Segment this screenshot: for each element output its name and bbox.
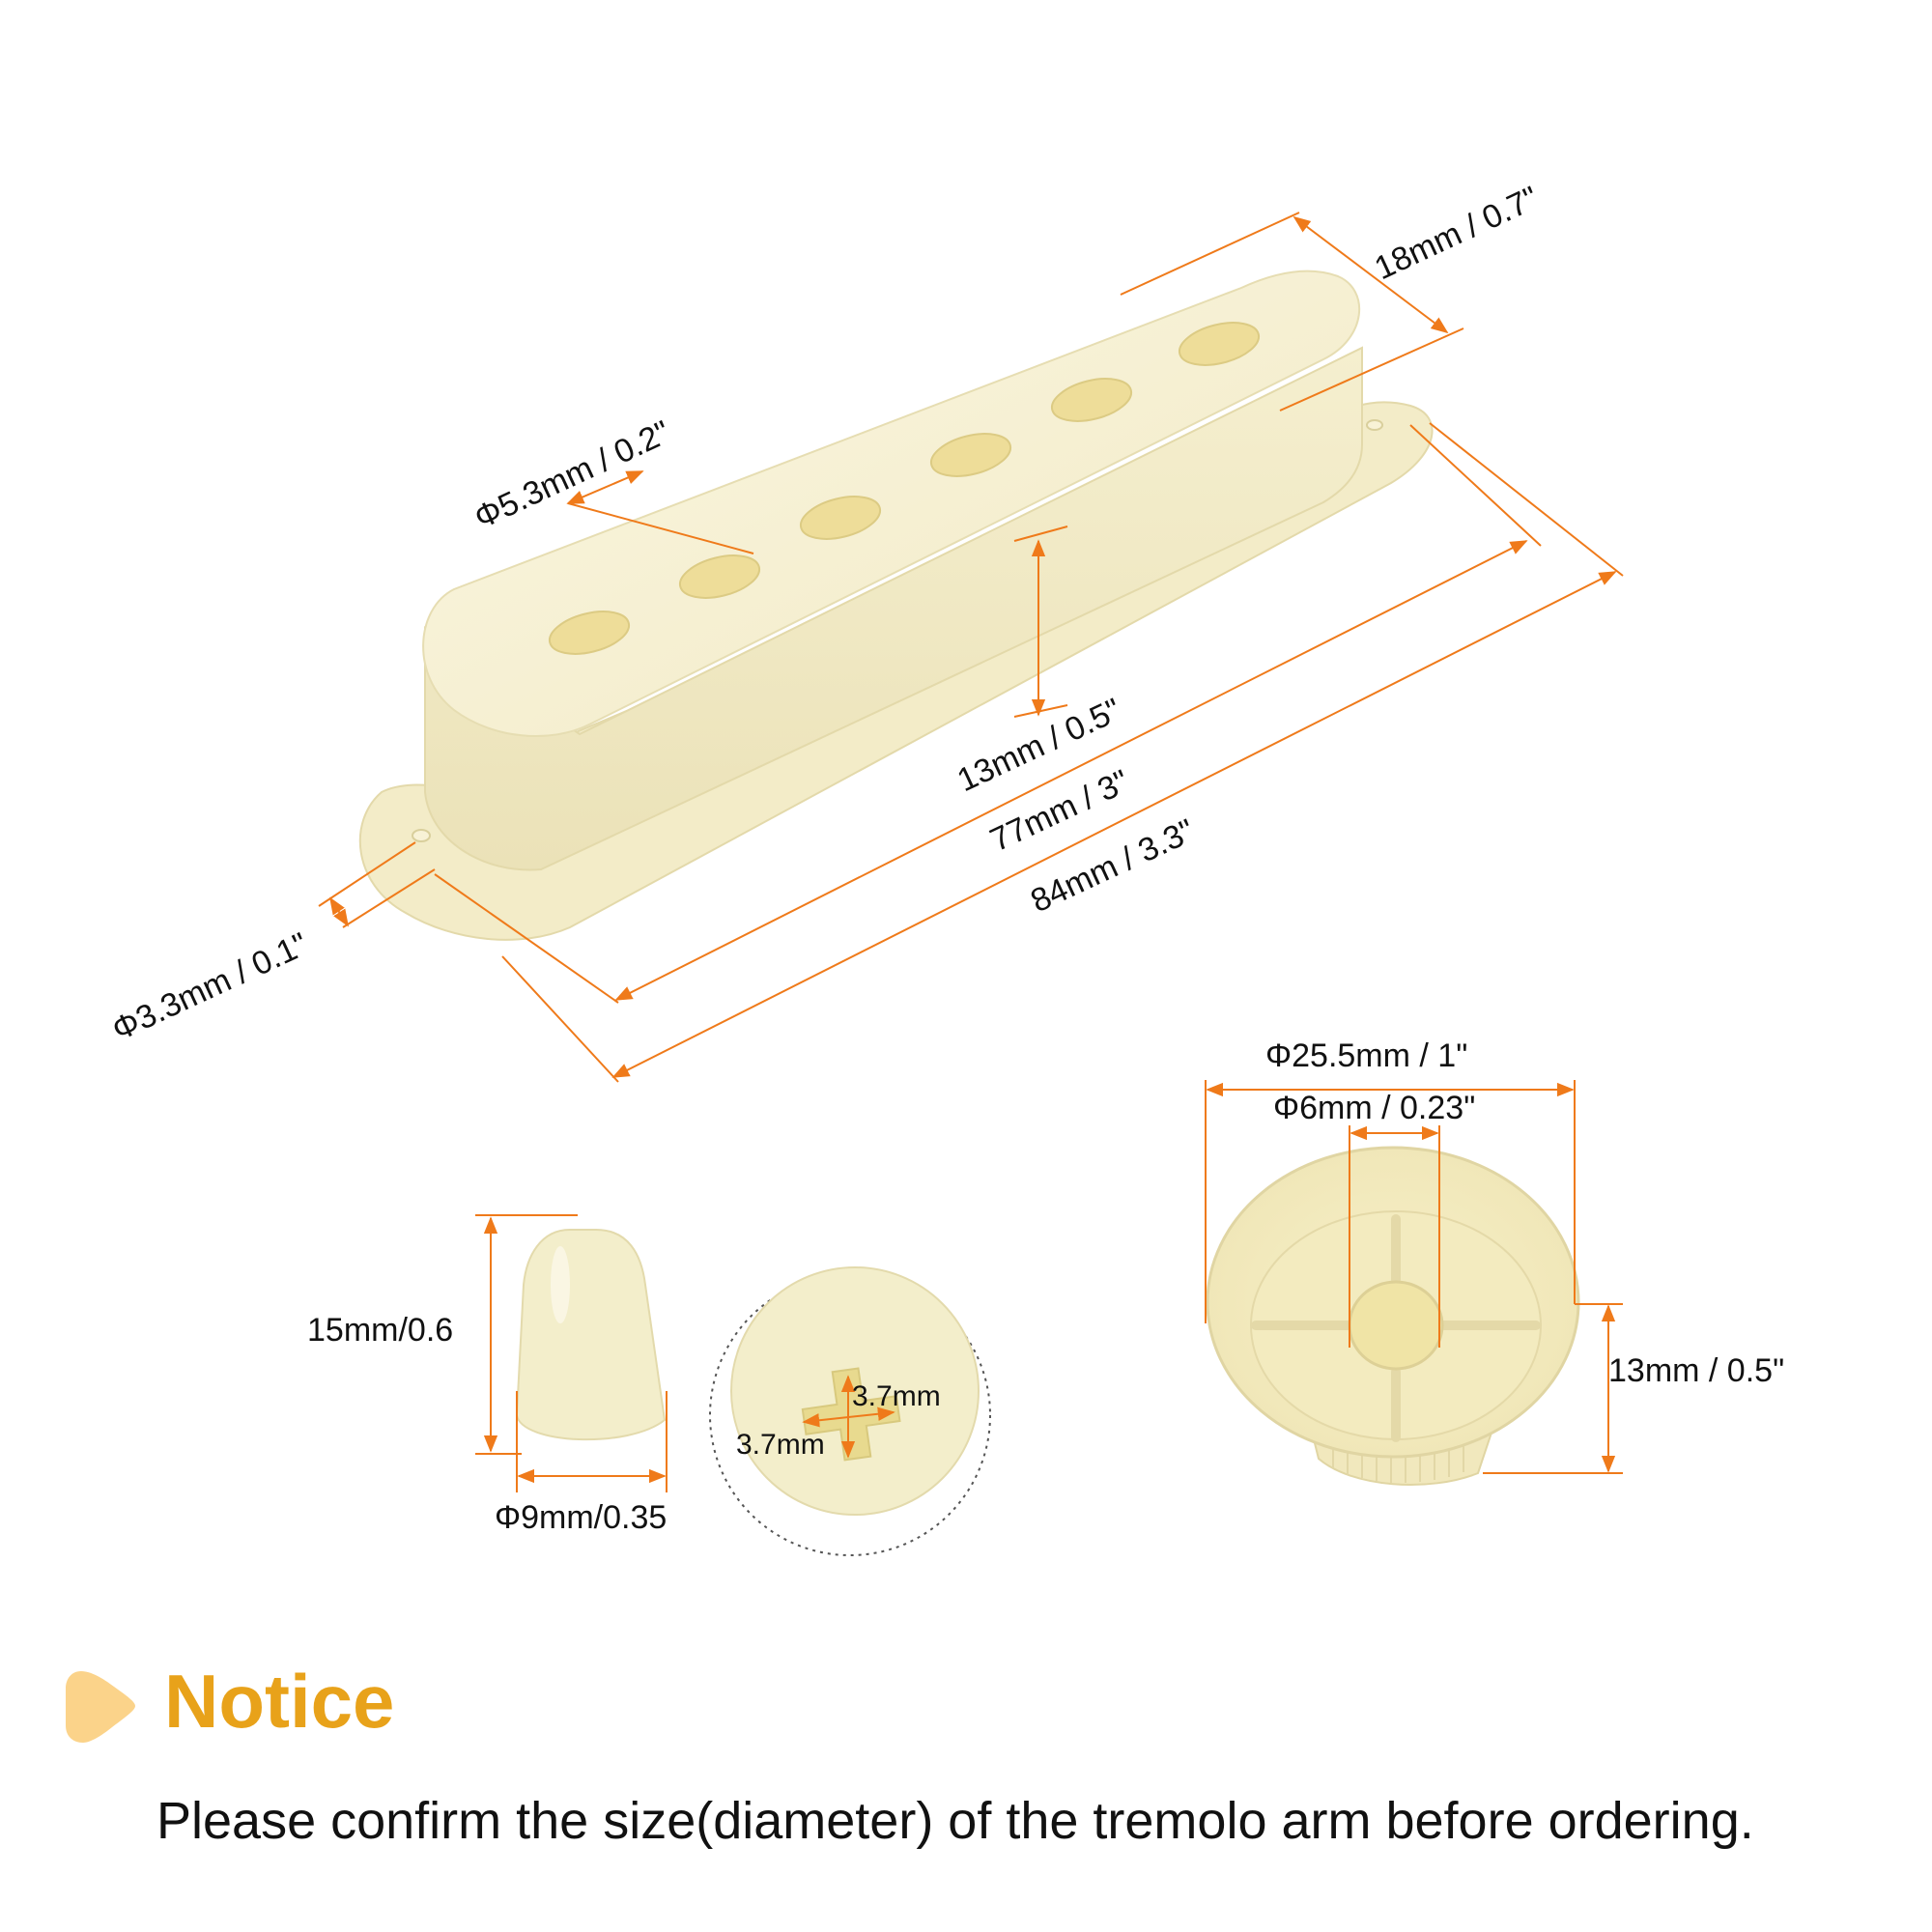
notice-text: Please confirm the size(diameter) of the… — [156, 1792, 1754, 1850]
extension-line — [342, 868, 436, 928]
switch-tip — [515, 1229, 667, 1441]
extension-line — [1120, 212, 1300, 296]
switch-tip-highlight — [551, 1246, 570, 1323]
slot-dimensions — [802, 1375, 895, 1459]
knob-height-label: 13mm / 0.5" — [1608, 1352, 1784, 1389]
extension-line — [501, 955, 619, 1083]
control-knob — [1206, 1146, 1580, 1486]
pickup-dimensions — [318, 212, 1624, 1083]
extension-line — [434, 873, 619, 1004]
pole-hole — [929, 433, 1012, 477]
knob-outer-diameter-label: Φ25.5mm / 1" — [1265, 1037, 1467, 1074]
pole-hole — [1050, 378, 1133, 422]
mount-hole-diameter-label: Φ3.3mm / 0.1" — [106, 925, 313, 1048]
switch-tip-bottom-view — [709, 1266, 991, 1556]
extension-line — [1013, 526, 1068, 542]
slot-width-label: 3.7mm — [736, 1429, 825, 1461]
mount-hole-dimension-line — [329, 896, 349, 927]
switch-tip-body — [515, 1229, 667, 1441]
mount-hole — [412, 829, 431, 842]
switch-tip-diameter-label: Φ9mm/0.35 — [495, 1499, 667, 1536]
knob-ribs — [1251, 1214, 1541, 1442]
extension-line — [1429, 422, 1624, 577]
mount-hole — [1366, 419, 1383, 431]
notice-icon — [66, 1671, 135, 1743]
knob-dimensions — [1205, 1080, 1623, 1474]
pole-hole — [1178, 322, 1261, 366]
pickup-cover — [358, 270, 1434, 941]
pickup-width-label: 18mm / 0.7" — [1369, 180, 1544, 287]
switch-tip-height-label: 15mm/0.6 — [307, 1312, 453, 1349]
slot-width-line — [802, 1406, 895, 1428]
extension-line — [1279, 327, 1464, 412]
extension-line — [1409, 424, 1542, 547]
knob-shaft-hole — [1348, 1280, 1444, 1371]
extension-line — [318, 841, 416, 907]
notice-title: Notice — [164, 1659, 395, 1744]
slot-height-label: 3.7mm — [852, 1380, 941, 1412]
detail-circle — [709, 1274, 991, 1556]
knob-shaft-diameter-label: Φ6mm / 0.23" — [1273, 1090, 1475, 1126]
pole-hole — [799, 496, 882, 540]
total-length-dimension-line — [611, 571, 1617, 1078]
pole-hole-dimension-line — [566, 470, 644, 504]
switch-tip-dimensions — [475, 1214, 668, 1492]
width-dimension-line — [1293, 215, 1449, 334]
